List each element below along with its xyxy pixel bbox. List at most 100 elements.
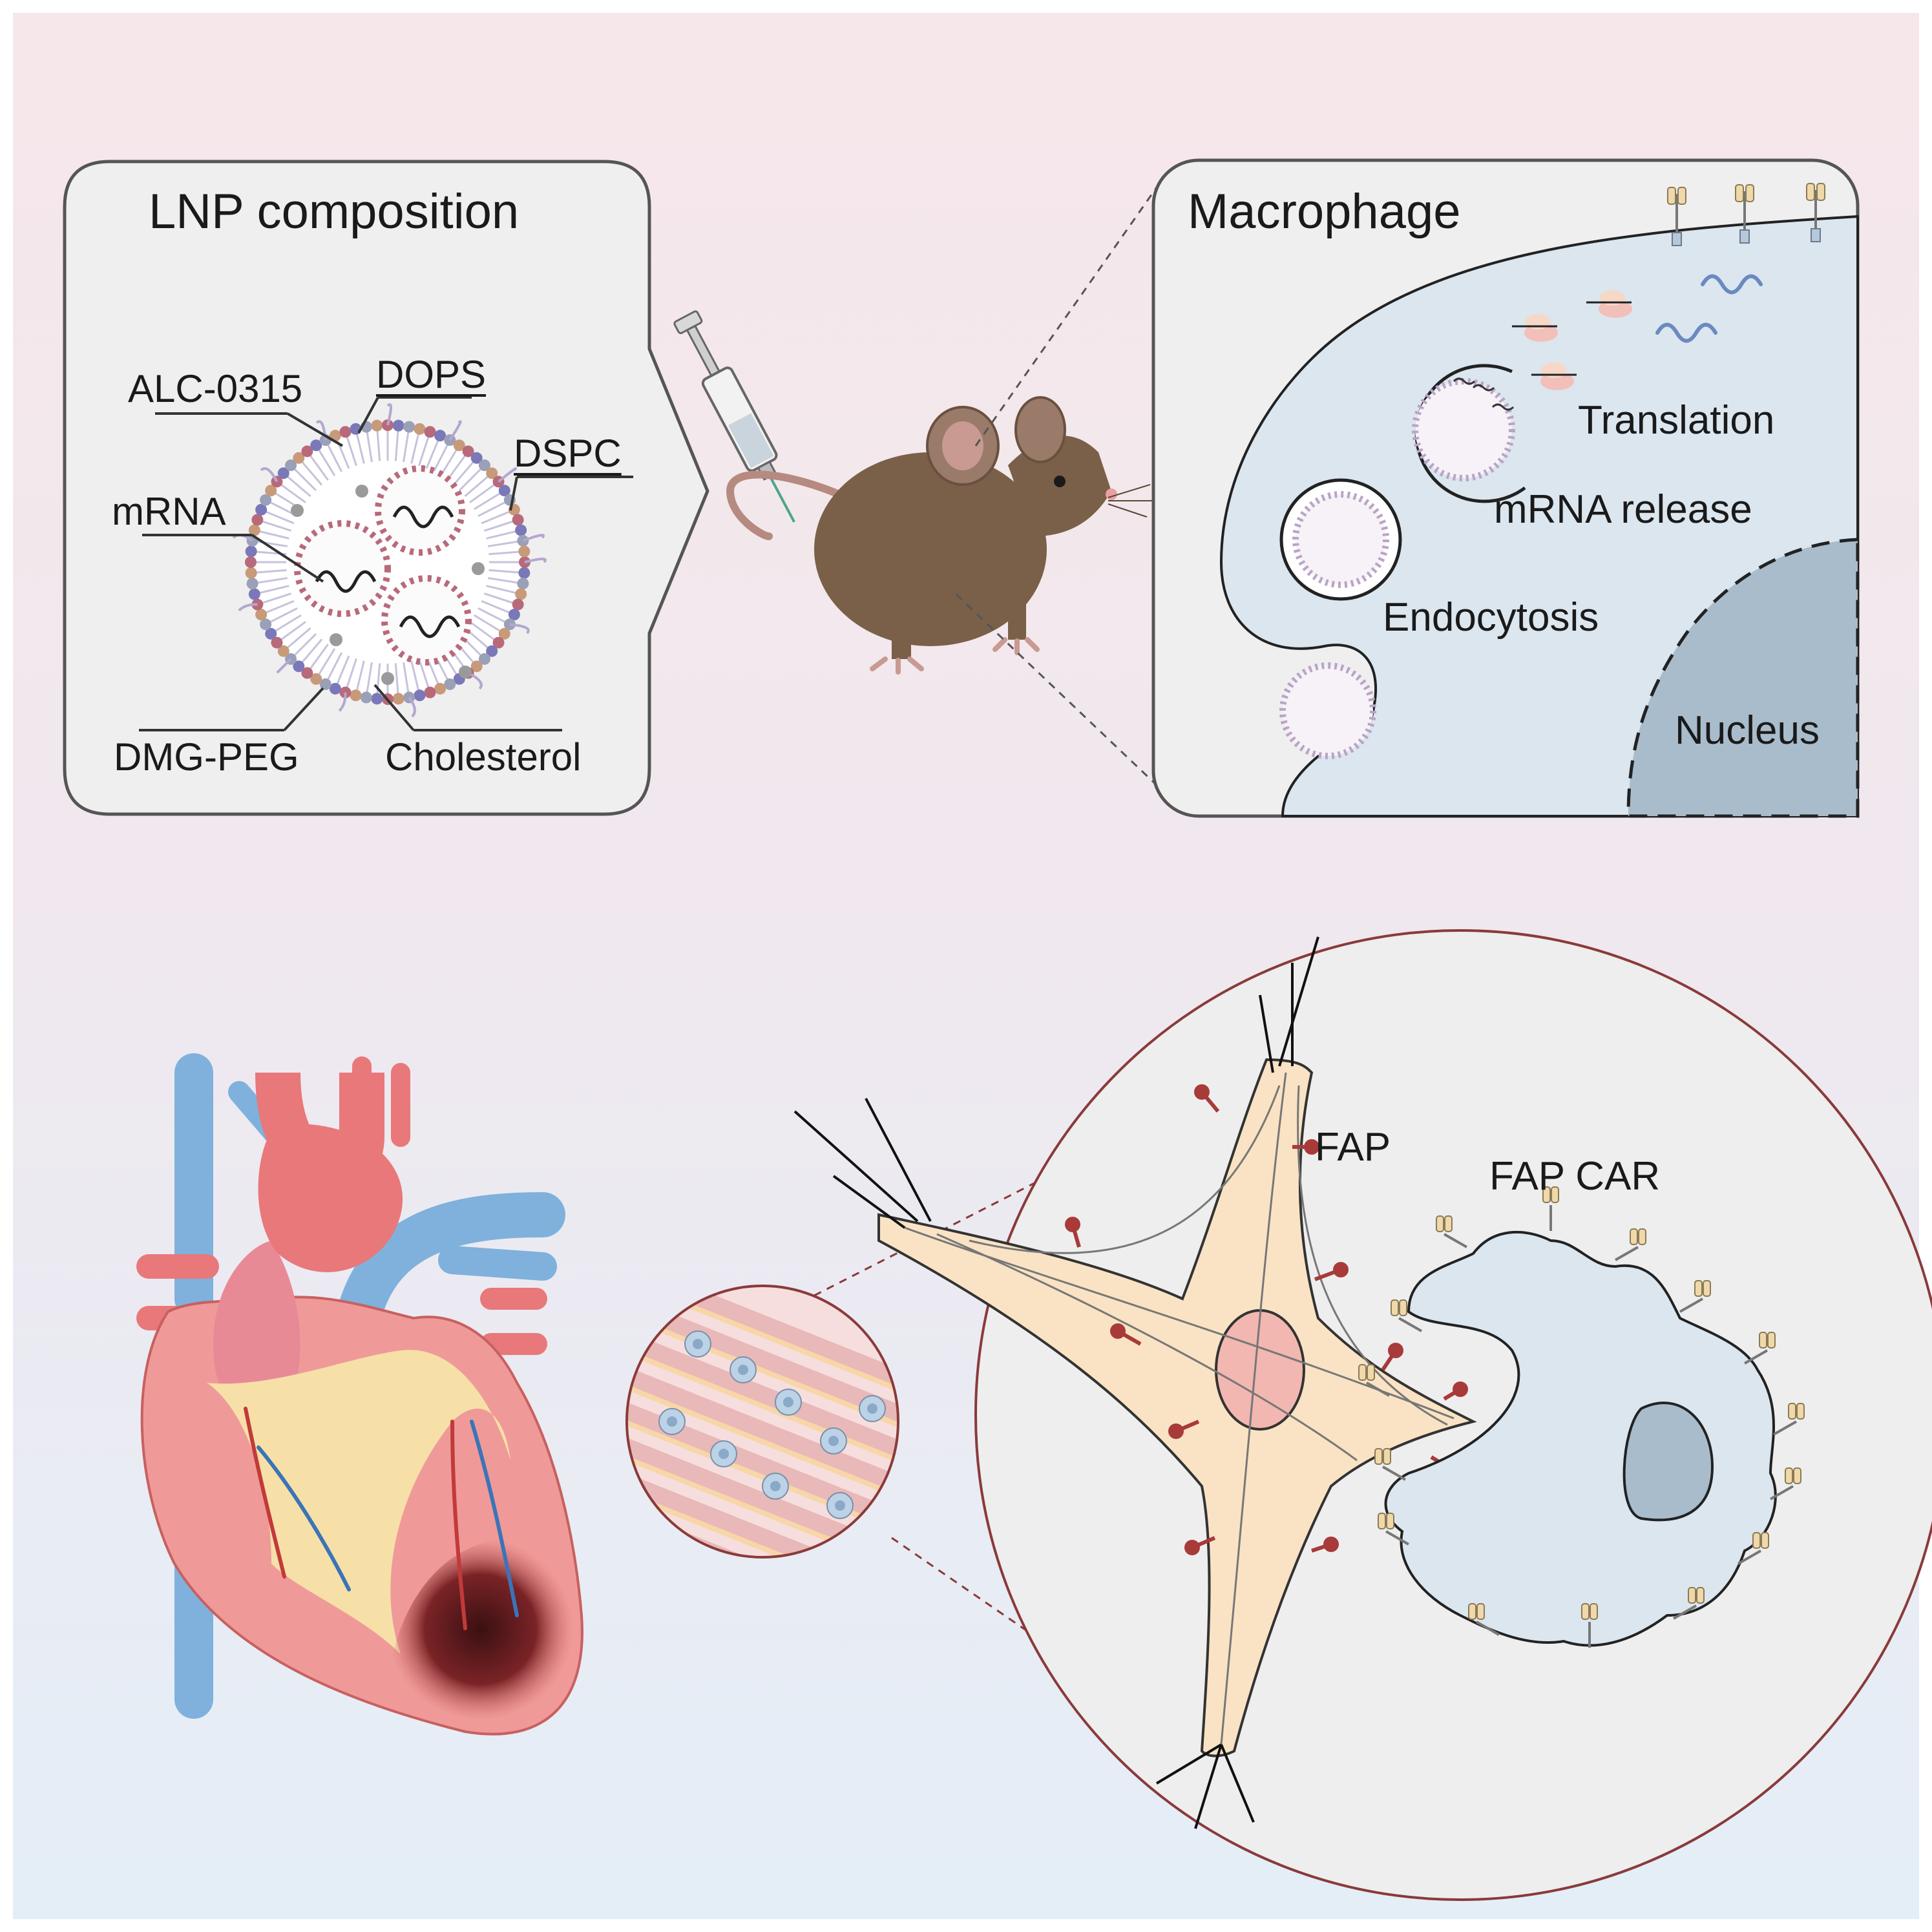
car-scfv	[1383, 1448, 1391, 1465]
car-macrophage-cell	[1384, 1230, 1777, 1647]
car-stalk	[1615, 1246, 1639, 1261]
lipid-head	[350, 689, 362, 702]
lipid-head	[245, 567, 257, 579]
car-scfv	[1696, 1587, 1705, 1604]
lipid-head	[277, 645, 289, 657]
muscle-fiber	[627, 1365, 898, 1498]
car-macrophage-nucleus	[1622, 1402, 1714, 1522]
lipid-tail	[290, 465, 317, 492]
peg-chain	[338, 692, 347, 712]
lipid-tail	[474, 614, 505, 635]
label-dspc: DSPC	[514, 432, 622, 475]
fap-head	[1453, 1381, 1468, 1397]
coronary-vessels	[244, 1407, 519, 1630]
lipid-tail	[306, 644, 329, 674]
lipid-tail	[446, 450, 469, 481]
lipid-tail	[324, 439, 343, 472]
lipid-tail	[257, 593, 292, 605]
label-dops: DOPS	[376, 353, 487, 396]
lipid-head	[462, 445, 474, 457]
lipid-tail	[254, 585, 289, 595]
car-scfv	[1399, 1299, 1407, 1316]
lipid-tail	[257, 519, 292, 532]
lipid-tail	[425, 435, 441, 469]
car-stalk	[1738, 1549, 1761, 1565]
lipid-tail	[488, 550, 525, 556]
lipid-head	[518, 567, 530, 579]
lipid-tail	[306, 450, 329, 481]
lipid-tail	[344, 431, 357, 467]
lipid-head	[245, 545, 257, 558]
escaping-endosome	[1412, 364, 1526, 503]
label-alc-0315: ALC-0315	[128, 367, 303, 410]
lipid-head	[424, 426, 436, 438]
receptor-head	[1806, 183, 1815, 201]
macrophage-nucleus	[693, 1339, 703, 1349]
lipid-tail	[403, 662, 410, 698]
lipid-tail	[486, 585, 521, 595]
lipid-head	[265, 627, 277, 640]
label-mrna: mRNA	[112, 490, 226, 533]
fap-head	[1110, 1323, 1126, 1339]
car-stalk	[1476, 1621, 1500, 1636]
lipid-head	[403, 421, 415, 433]
fap-head	[1194, 1084, 1210, 1100]
lipid-head	[301, 667, 313, 679]
lipid-tail	[464, 472, 493, 498]
macrophage-nucleus	[835, 1500, 845, 1511]
lipid-head	[478, 653, 490, 665]
macrophage-panel-title: Macrophage	[1188, 184, 1461, 239]
peg-chain	[509, 623, 530, 635]
label-cholesterol: Cholesterol	[385, 735, 582, 779]
lipid-head	[255, 503, 268, 516]
lipid-tail	[469, 481, 499, 503]
receptor-base	[1811, 228, 1821, 242]
car-scfv	[1476, 1603, 1485, 1620]
muscle-fiber	[627, 1471, 898, 1557]
lipid-tail	[270, 614, 302, 635]
lipid-head	[371, 419, 383, 432]
lipid-tail	[276, 481, 306, 503]
lipid-head	[512, 598, 524, 611]
lipid-tail	[260, 600, 295, 616]
car-scfv	[1703, 1280, 1711, 1297]
lipid-tail	[344, 658, 357, 693]
lipid-tail	[375, 425, 381, 461]
lipid-tail	[439, 445, 461, 476]
peg-chain	[260, 467, 278, 483]
fibroblast-strand	[627, 1382, 898, 1504]
lipid-head	[277, 467, 289, 479]
lipid-head	[414, 423, 426, 435]
lnp-panel-title: LNP composition	[149, 184, 520, 239]
receptor-base	[1739, 229, 1750, 244]
peg-chain	[524, 558, 547, 563]
lipid-head	[329, 682, 341, 695]
lipid-tail	[458, 465, 485, 492]
car-stalk	[1398, 1317, 1422, 1332]
car-stalk	[1366, 1381, 1390, 1397]
lnp-panel	[63, 160, 709, 816]
lipid-tail	[481, 600, 515, 616]
lipid-head	[444, 678, 456, 690]
label-fap-car: FAP CAR	[1489, 1154, 1661, 1199]
lipid-tail	[410, 660, 421, 696]
inner-vesicle	[375, 465, 465, 556]
lipid-head	[293, 452, 305, 464]
lipid-tail	[478, 607, 510, 625]
fap-head	[1323, 1537, 1339, 1552]
lipid-tail	[394, 663, 400, 699]
lipid-tail	[487, 540, 523, 547]
car-scfv	[1759, 1332, 1767, 1349]
car-scfv	[1788, 1403, 1796, 1420]
mouse-ear	[1014, 396, 1066, 463]
lipid-head	[260, 618, 272, 631]
lipid-head	[371, 693, 383, 705]
car-scfv	[1367, 1364, 1375, 1381]
label-nucleus: Nucleus	[1675, 708, 1820, 753]
lipid-tail	[252, 540, 288, 547]
lipid-tail	[365, 662, 373, 698]
lipid-tail	[254, 529, 289, 540]
macrophage-nucleus	[867, 1403, 877, 1414]
lipid-tail	[469, 621, 499, 644]
macrophage-nucleus	[783, 1397, 793, 1407]
